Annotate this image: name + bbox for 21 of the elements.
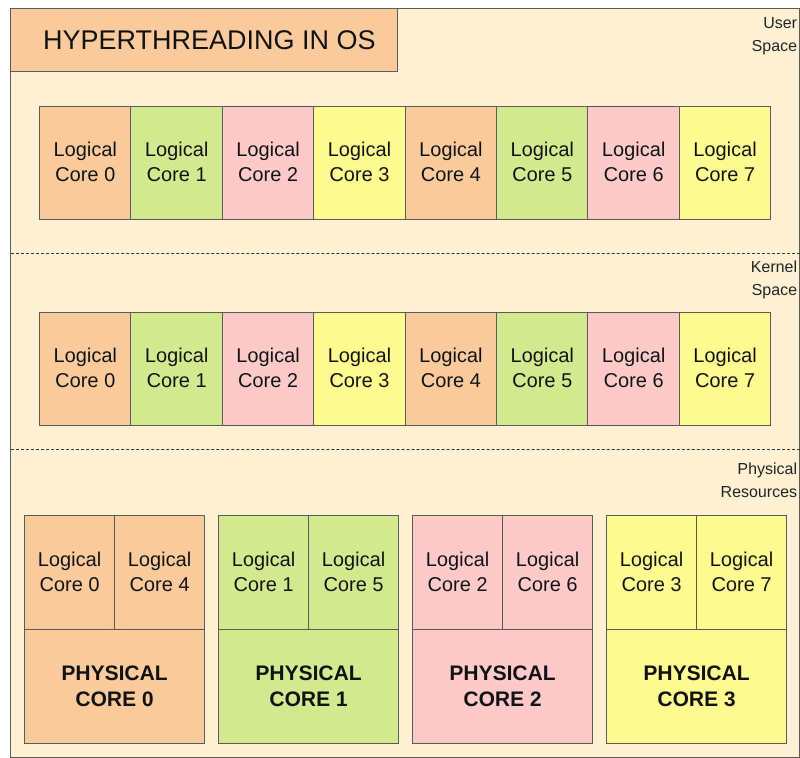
logical-core-box: Logical Core 4 — [404, 106, 497, 220]
logical-core-box: Logical Core 3 — [313, 106, 406, 220]
logical-core-box: Logical Core 7 — [678, 312, 772, 426]
section-label: Kernel Space — [750, 258, 797, 301]
logical-core-box: Logical Core 4 — [404, 312, 497, 426]
logical-core-box: Logical Core 2 — [222, 106, 314, 220]
logical-core-box: Logical Core 6 — [587, 312, 680, 426]
logical-core-box: Logical Core 1 — [130, 312, 223, 426]
section-label: Physical Resources — [720, 460, 797, 503]
logical-core-box: Logical Core 0 — [39, 106, 132, 220]
logical-core-box: Logical Core 2 — [222, 312, 314, 426]
logical-core-box: Logical Core 0 — [39, 312, 132, 426]
logical-core-box: Logical Core 3 — [313, 312, 406, 426]
section-label: User Space — [750, 14, 797, 57]
logical-core-box: Logical Core 5 — [496, 312, 588, 426]
diagram-panel — [10, 8, 800, 758]
title-box: HYPERTHREADING IN OS — [10, 8, 398, 72]
logical-core-box: Logical Core 5 — [496, 106, 588, 220]
logical-core-box: Logical Core 1 — [130, 106, 223, 220]
logical-core-box: Logical Core 6 — [587, 106, 680, 220]
logical-core-box: Logical Core 7 — [678, 106, 772, 220]
